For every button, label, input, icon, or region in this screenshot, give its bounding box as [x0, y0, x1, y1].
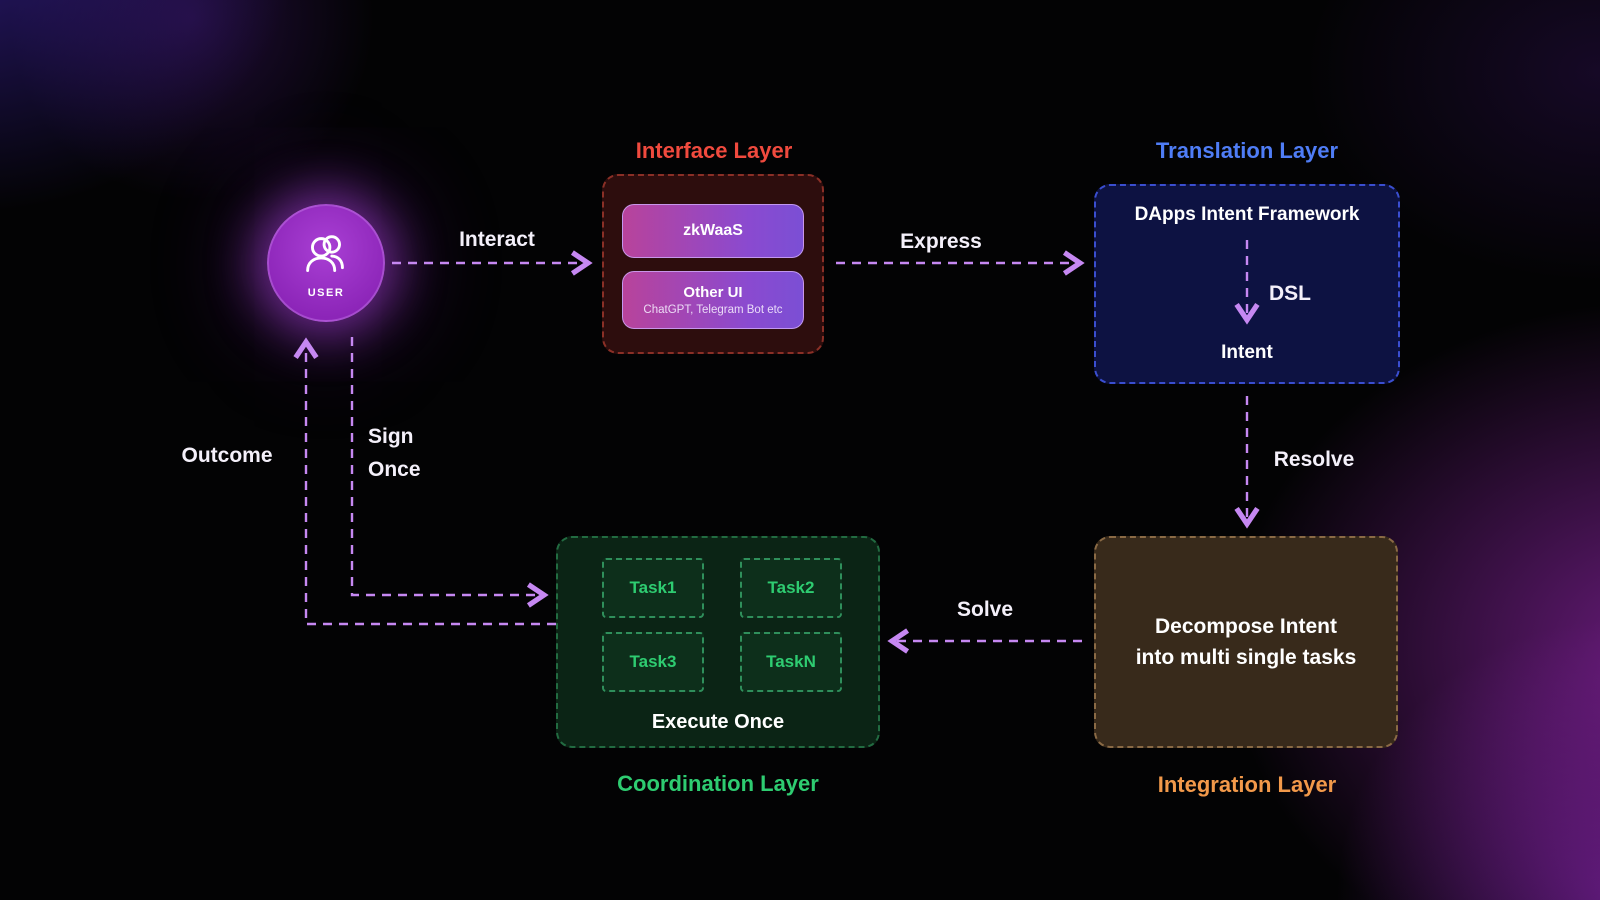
coordination-layer-box: Task1 Task2 Task3 TaskN Execute Once: [556, 536, 880, 748]
user-avatar: USER: [267, 204, 385, 322]
dsl-label: DSL: [1269, 282, 1311, 305]
interface-layer-title: Interface Layer: [635, 138, 793, 163]
other-ui-sublabel: ChatGPT, Telegram Bot etc: [643, 304, 783, 316]
user-label: USER: [307, 286, 345, 299]
decompose-intent-text: Decompose Intent into multi single tasks: [1136, 611, 1357, 673]
task-box-3: Task3: [602, 632, 704, 692]
task-grid: Task1 Task2 Task3 TaskN: [602, 558, 842, 692]
intent-label: Intent: [1221, 342, 1273, 363]
task-box-1: Task1: [602, 558, 704, 618]
task-box-n: TaskN: [740, 632, 842, 692]
outcome-arrow: [293, 337, 556, 626]
translation-layer-title: Translation Layer: [1155, 138, 1339, 163]
dapps-intent-framework-label: DApps Intent Framework: [1134, 204, 1360, 225]
other-ui-button: Other UI ChatGPT, Telegram Bot etc: [622, 271, 804, 329]
zkwaas-button: zkWaaS: [622, 204, 804, 258]
translation-layer-box: DApps Intent Framework Intent: [1094, 184, 1400, 384]
execute-once-label: Execute Once: [651, 711, 785, 733]
outcome-label: Outcome: [181, 444, 273, 467]
decompose-line2: into multi single tasks: [1135, 646, 1357, 669]
sign-once-label: Sign Once: [368, 420, 421, 486]
solve-label: Solve: [956, 598, 1014, 621]
integration-layer-box: Decompose Intent into multi single tasks: [1094, 536, 1398, 748]
interface-layer-box: zkWaaS Other UI ChatGPT, Telegram Bot et…: [602, 174, 824, 354]
other-ui-label: Other UI: [683, 284, 743, 301]
express-label: Express: [900, 230, 982, 253]
user-icon: [306, 234, 344, 272]
sign-once-line2: Once: [368, 458, 421, 481]
resolve-label: Resolve: [1273, 448, 1355, 471]
task-box-2: Task2: [740, 558, 842, 618]
sign-once-line1: Sign: [368, 425, 414, 448]
decompose-line1: Decompose Intent: [1154, 615, 1337, 638]
coordination-layer-title: Coordination Layer: [617, 771, 819, 796]
interact-label: Interact: [459, 228, 535, 251]
integration-layer-title: Integration Layer: [1157, 772, 1337, 797]
zkwaas-label: zkWaaS: [683, 222, 743, 239]
